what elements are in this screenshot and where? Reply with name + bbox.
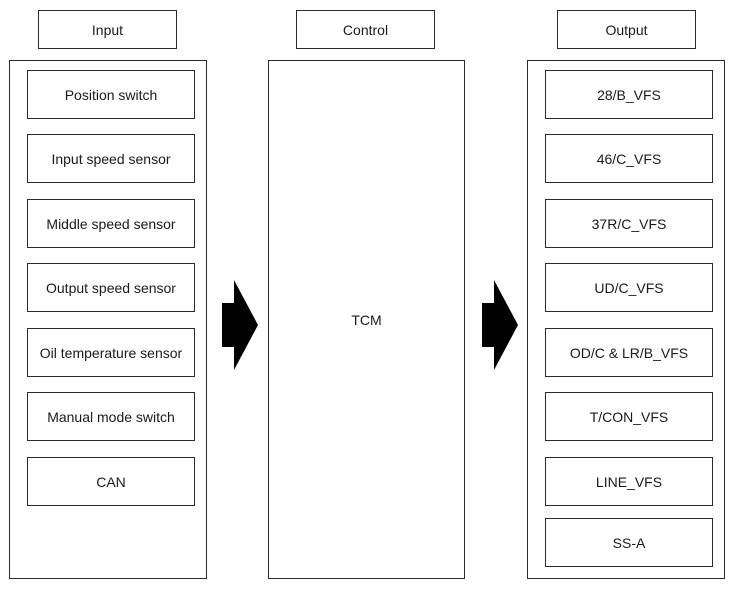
input-item-manual-mode-switch: Manual mode switch	[27, 392, 195, 441]
input-item-output-speed-sensor: Output speed sensor	[27, 263, 195, 312]
input-item-position-switch: Position switch	[27, 70, 195, 119]
output-item-28b-vfs: 28/B_VFS	[545, 70, 713, 119]
input-item-can: CAN	[27, 457, 195, 506]
input-panel: Position switch Input speed sensor Middl…	[9, 60, 207, 579]
output-item-odc-lrb-vfs: OD/C & LR/B_VFS	[545, 328, 713, 377]
input-item-input-speed-sensor: Input speed sensor	[27, 134, 195, 183]
output-item-udc-vfs: UD/C_VFS	[545, 263, 713, 312]
output-column-header: Output	[557, 10, 696, 49]
right-arrow-icon	[482, 280, 518, 370]
output-item-37rc-vfs: 37R/C_VFS	[545, 199, 713, 248]
output-item-46c-vfs: 46/C_VFS	[545, 134, 713, 183]
output-panel: 28/B_VFS 46/C_VFS 37R/C_VFS UD/C_VFS OD/…	[527, 60, 725, 579]
right-arrow-icon	[222, 280, 258, 370]
output-item-tcon-vfs: T/CON_VFS	[545, 392, 713, 441]
output-item-line-vfs: LINE_VFS	[545, 457, 713, 506]
input-item-middle-speed-sensor: Middle speed sensor	[27, 199, 195, 248]
input-item-oil-temperature-sensor: Oil temperature sensor	[27, 328, 195, 377]
input-column-header: Input	[38, 10, 177, 49]
tcm-block: TCM	[268, 60, 465, 579]
control-column-header: Control	[296, 10, 435, 49]
output-item-ss-a: SS-A	[545, 518, 713, 567]
